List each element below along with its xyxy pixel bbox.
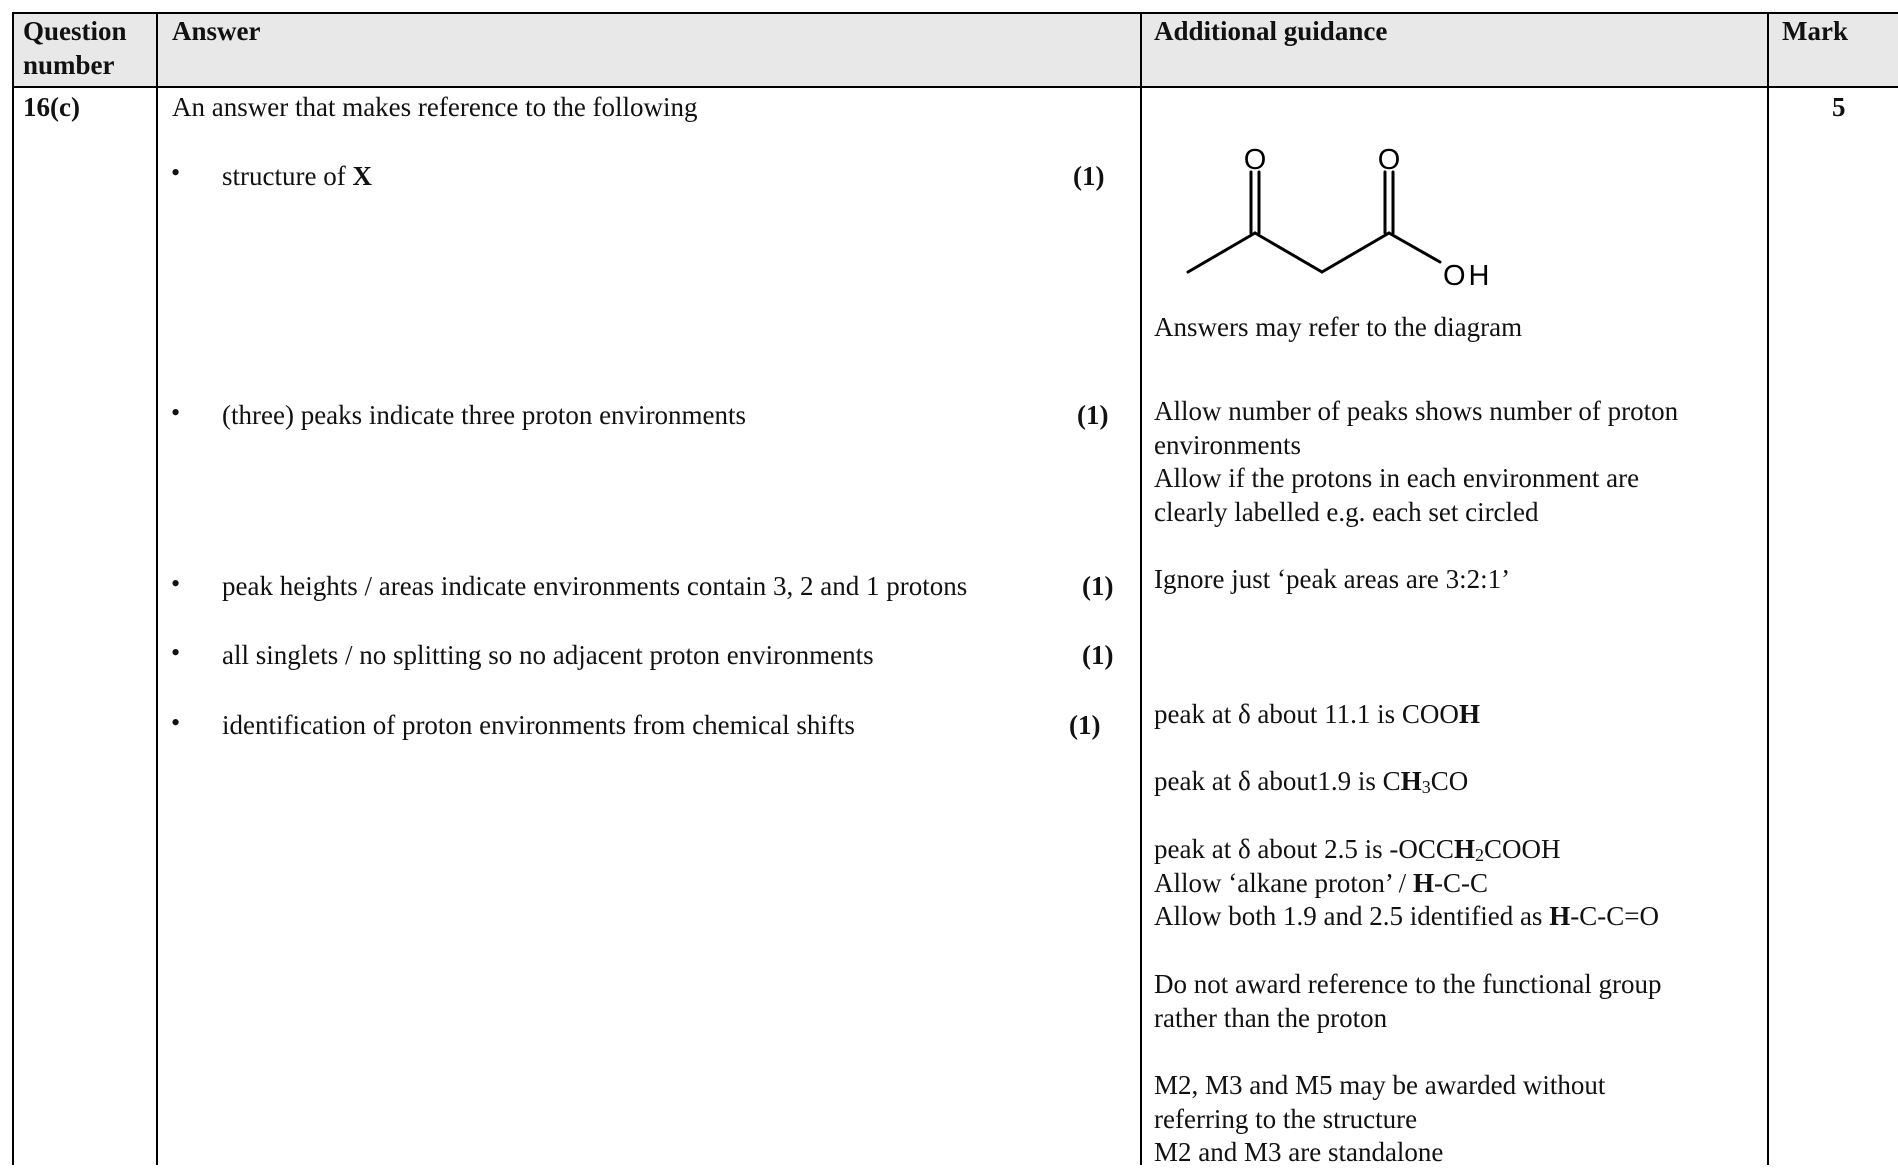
- bullet-1: •: [171, 158, 181, 187]
- table-border-top: [12, 12, 1898, 14]
- answer-point-1-mark: (1): [1073, 161, 1105, 191]
- guidance-peaks-line1: Allow number of peaks shows number of pr…: [1154, 396, 1679, 426]
- col-divider-3: [1767, 12, 1769, 1165]
- col-divider-2: [1140, 12, 1142, 1165]
- answer-point-3: peak heights / areas indicate environmen…: [222, 571, 968, 601]
- answer-point-5-mark: (1): [1069, 710, 1101, 740]
- guidance-standalone-line1: M2, M3 and M5 may be awarded without: [1154, 1070, 1606, 1100]
- header-mark: Mark: [1782, 16, 1848, 46]
- guidance-shift-1: peak at δ about 11.1 is COOH: [1154, 699, 1480, 729]
- guidance-peaks-line3: Allow if the protons in each environment…: [1154, 463, 1640, 493]
- chemical-structure-diagram: O O OH: [1186, 144, 1493, 292]
- question-number: 16(c): [23, 92, 80, 122]
- answer-intro: An answer that makes reference to the fo…: [172, 92, 698, 122]
- guidance-allow-alkane: Allow ‘alkane proton’ / H-C-C: [1154, 868, 1488, 898]
- header-question-number-line1: Question: [23, 16, 127, 46]
- guidance-do-not-award-line2: rather than the proton: [1154, 1003, 1388, 1033]
- structure-label-o2: O: [1378, 144, 1401, 176]
- structure-label-oh: OH: [1443, 260, 1493, 292]
- guidance-peaks-line4: clearly labelled e.g. each set circled: [1154, 497, 1539, 527]
- header-background: [13, 13, 1898, 87]
- guidance-standalone-line2: referring to the structure: [1154, 1104, 1418, 1134]
- bullet-4: •: [171, 638, 181, 667]
- bullet-3: •: [171, 569, 181, 598]
- header-question-number-line2: number: [23, 50, 115, 80]
- header-guidance: Additional guidance: [1154, 16, 1388, 46]
- answer-point-3-mark: (1): [1082, 571, 1114, 601]
- guidance-do-not-award-line1: Do not award reference to the functional…: [1154, 969, 1662, 999]
- guidance-allow-both: Allow both 1.9 and 2.5 identified as H-C…: [1154, 901, 1659, 931]
- total-mark: 5: [1832, 92, 1846, 122]
- answer-point-5: identification of proton environments fr…: [222, 710, 855, 740]
- answer-point-4: all singlets / no splitting so no adjace…: [222, 640, 874, 670]
- answer-point-2: (three) peaks indicate three proton envi…: [222, 400, 747, 430]
- table-border-left: [12, 12, 14, 1165]
- guidance-ignore: Ignore just ‘peak areas are 3:2:1’: [1154, 564, 1511, 594]
- answer-point-1: structure of X: [222, 161, 372, 191]
- answer-point-2-mark: (1): [1077, 400, 1109, 430]
- answer-point-4-mark: (1): [1082, 640, 1114, 670]
- structure-label-o1: O: [1244, 144, 1267, 176]
- header-divider: [12, 86, 1898, 88]
- guidance-shift-3: peak at δ about 2.5 is -OCCH2COOH: [1154, 834, 1561, 865]
- bullet-2: •: [171, 398, 181, 427]
- guidance-shift-2: peak at δ about1.9 is CH3CO: [1154, 766, 1469, 797]
- guidance-diagram-note: Answers may refer to the diagram: [1154, 312, 1523, 342]
- guidance-peaks-line2: environments: [1154, 430, 1301, 460]
- col-divider-1: [156, 12, 158, 1165]
- header-answer: Answer: [172, 16, 261, 46]
- guidance-standalone-line3: M2 and M3 are standalone: [1154, 1137, 1444, 1167]
- bullet-5: •: [171, 708, 181, 737]
